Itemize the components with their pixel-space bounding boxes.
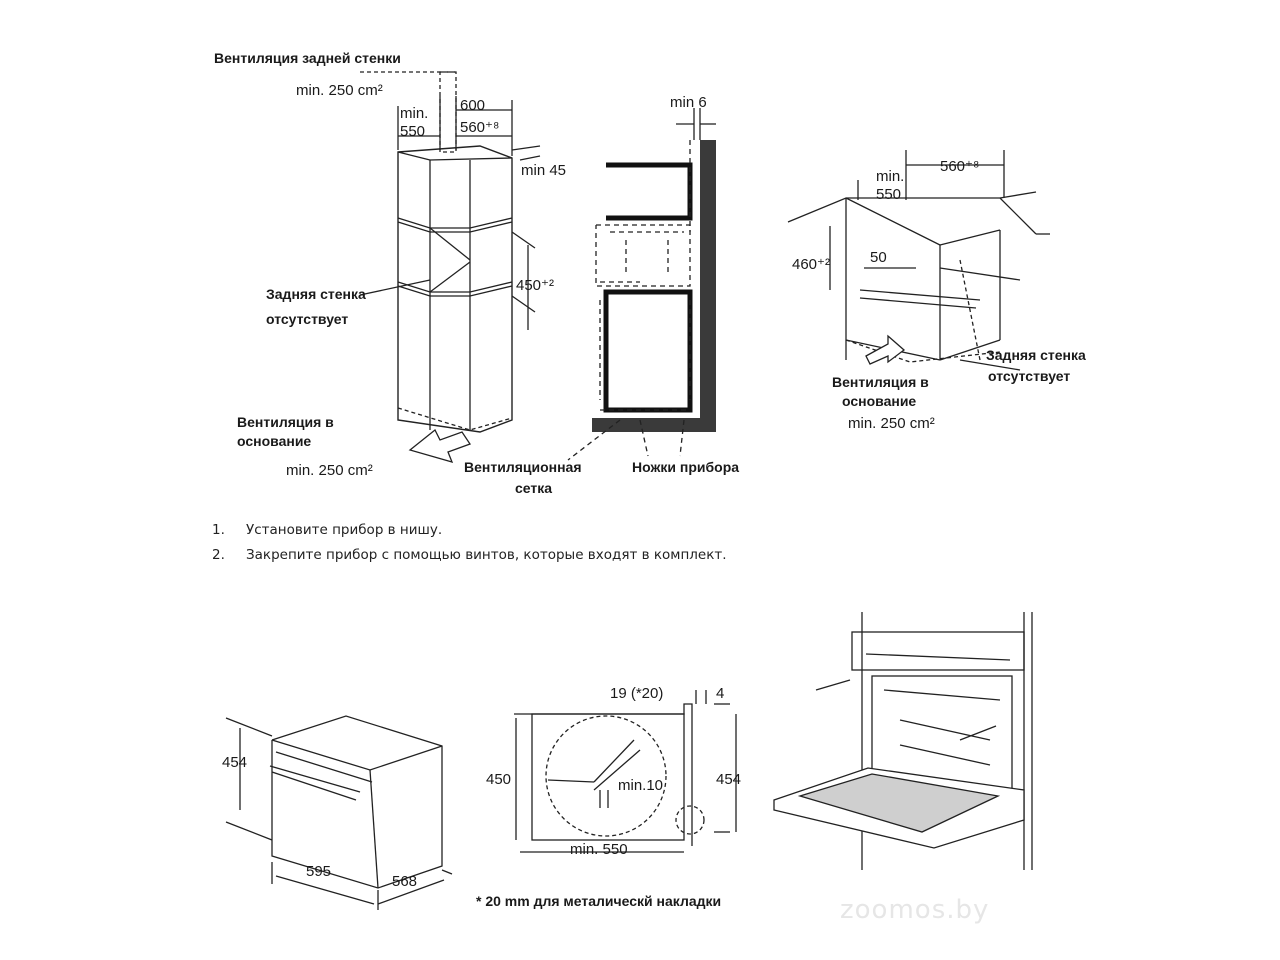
step-item: 1. Установите прибор в нишу.: [212, 518, 727, 543]
dim-454-a: 454: [222, 754, 247, 771]
vent-grille-a: Вентиляционная: [464, 459, 582, 475]
r-base-vent-area: min. 250 cm²: [848, 415, 935, 432]
dim-min-a: min.: [400, 105, 428, 122]
niche-diagram: [787, 150, 1050, 371]
appliance-isometric: [225, 715, 453, 910]
vent-grille-b: сетка: [515, 480, 552, 496]
watermark: zoomos.by: [840, 895, 989, 925]
dim-454-b: 454: [716, 771, 741, 788]
r-base-vent-b: основание: [842, 393, 916, 409]
r-dim-460: 460⁺²: [792, 256, 830, 273]
r-dim-50: 50: [870, 249, 887, 266]
r-dim-560: 560⁺⁸: [940, 158, 979, 175]
rear-vent-area: min. 250 cm²: [296, 82, 383, 99]
step-text: Закрепите прибор с помощью винтов, котор…: [246, 547, 727, 563]
step-number: 1.: [212, 522, 225, 538]
installation-steps: 1. Установите прибор в нишу. 2. Закрепите …: [212, 518, 727, 568]
installed-oven: [773, 612, 1033, 870]
dim-450: 450: [486, 771, 511, 788]
r-dim-550: 550: [876, 186, 901, 203]
dim-min6: min 6: [670, 94, 707, 111]
appliance-section: [514, 690, 737, 853]
dim-4: 4: [716, 685, 724, 702]
step-text: Установите прибор в нишу.: [246, 522, 443, 538]
dim-595: 595: [306, 863, 331, 880]
appliance-feet: Ножки прибора: [632, 459, 739, 475]
side-section-diagram: [567, 108, 716, 461]
dim-min45: min 45: [521, 162, 566, 179]
dim-min550: min. 550: [570, 841, 628, 858]
dim-450: 450⁺²: [516, 277, 554, 294]
dim-19: 19 (*20): [610, 685, 663, 702]
step-item: 2. Закрепите прибор с помощью винтов, кот…: [212, 543, 727, 568]
base-vent-area: min. 250 cm²: [286, 462, 373, 479]
dim-560: 560⁺⁸: [460, 119, 499, 136]
dim-min10: min.10: [618, 777, 663, 794]
r-no-back-b: отсутствует: [988, 368, 1070, 384]
base-vent-b: основание: [237, 433, 311, 449]
no-back-wall-a: Задняя стенка: [266, 286, 366, 302]
dim-600: 600: [460, 97, 485, 114]
no-back-wall-b: отсутствует: [266, 311, 348, 327]
dim-550-a: 550: [400, 123, 425, 140]
rear-vent-title: Вентиляция задней стенки: [214, 50, 401, 66]
r-dim-min: min.: [876, 168, 904, 185]
dim-568: 568: [392, 873, 417, 890]
step-number: 2.: [212, 547, 225, 563]
metal-trim-note: * 20 mm для металическй накладки: [476, 893, 721, 909]
tall-cabinet-diagram: [359, 71, 541, 463]
r-no-back-a: Задняя стенка: [986, 347, 1086, 363]
base-vent-a: Вентиляция в: [237, 414, 334, 430]
r-base-vent-a: Вентиляция в: [832, 374, 929, 390]
